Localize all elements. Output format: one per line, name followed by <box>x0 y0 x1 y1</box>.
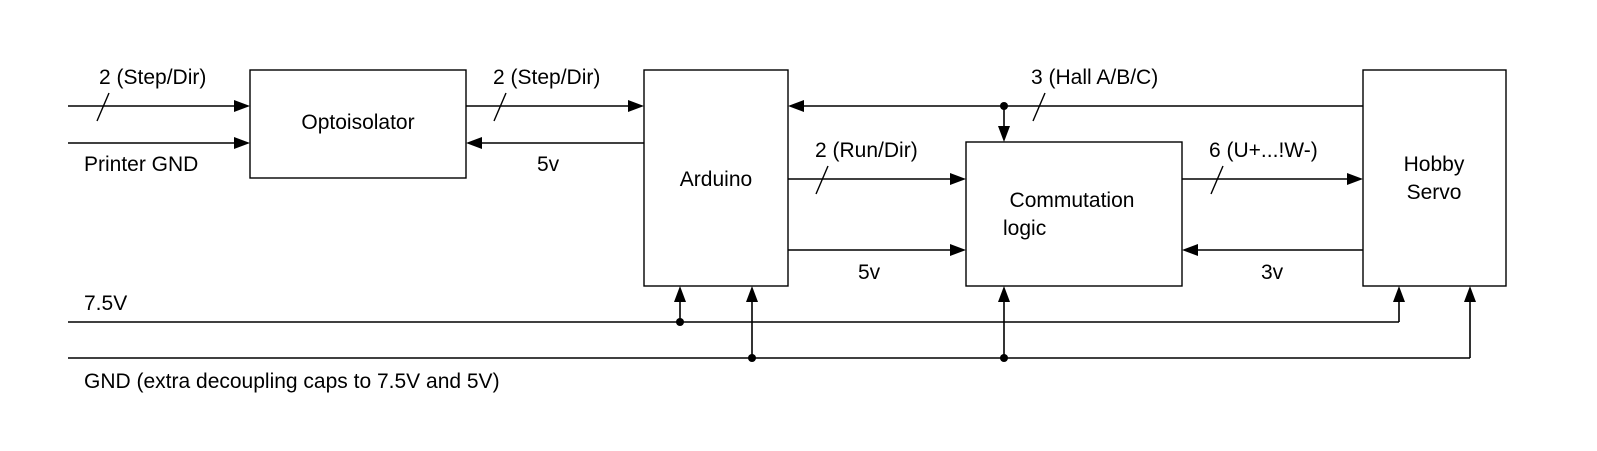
run-dir-wire: 2 (Run/Dir) <box>788 139 966 195</box>
printer-gnd-wire: Printer GND <box>68 137 250 176</box>
arduino-label: Arduino <box>680 168 752 191</box>
servo-3v-wire: 3v <box>1182 244 1363 284</box>
arduino-5v-wire: 5v <box>788 244 966 284</box>
phase-output-label: 6 (U+...!W-) <box>1209 139 1318 162</box>
power-rail-label: 7.5V <box>84 292 127 315</box>
gnd-rail: GND (extra decoupling caps to 7.5V and 5… <box>68 286 1476 393</box>
hobby-servo-block: Hobby Servo <box>1362 69 1507 287</box>
optoisolator-label: Optoisolator <box>301 111 414 134</box>
opto-to-arduino-wire: 2 (Step/Dir) <box>466 66 644 122</box>
printer-gnd-label: Printer GND <box>84 153 198 176</box>
step-dir-input-wire: 2 (Step/Dir) <box>68 66 250 122</box>
run-dir-label: 2 (Run/Dir) <box>815 139 918 162</box>
opto-to-arduino-label: 2 (Step/Dir) <box>493 66 600 89</box>
servo-label-line2: Servo <box>1407 181 1462 204</box>
arduino-5v-label: 5v <box>858 261 881 284</box>
hall-label: 3 (Hall A/B/C) <box>1031 66 1158 89</box>
servo-label-line1: Hobby <box>1404 153 1465 176</box>
opto-5v-label: 5v <box>537 153 560 176</box>
commutation-label-line2: logic <box>1003 217 1046 240</box>
hall-sensor-wire: 3 (Hall A/B/C) <box>788 66 1363 142</box>
phase-output-wire: 6 (U+...!W-) <box>1182 139 1363 195</box>
arduino-5v-to-opto-wire: 5v <box>466 137 644 176</box>
gnd-rail-label: GND (extra decoupling caps to 7.5V and 5… <box>84 370 500 393</box>
step-dir-input-label: 2 (Step/Dir) <box>99 66 206 89</box>
optoisolator-block: Optoisolator <box>249 69 467 179</box>
servo-3v-label: 3v <box>1261 261 1284 284</box>
commutation-logic-block: Commutation logic <box>965 141 1183 287</box>
arduino-block: Arduino <box>643 69 789 287</box>
commutation-label-line1: Commutation <box>1010 189 1135 212</box>
power-rail-7v5: 7.5V <box>68 286 1405 326</box>
